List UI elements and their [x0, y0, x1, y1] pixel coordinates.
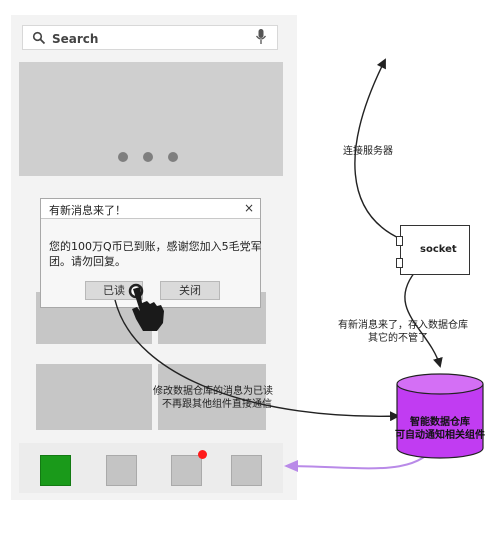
dock-icon[interactable]: [106, 455, 137, 486]
dialog-title: 有新消息来了！: [49, 204, 126, 217]
database-label: 可自动通知相关组件: [395, 430, 485, 441]
dock-icon-active[interactable]: [40, 455, 71, 486]
search-placeholder: Search: [52, 32, 99, 46]
annotation-new-message: 有新消息来了，存入数据仓库: [338, 320, 468, 331]
socket-label: socket: [420, 244, 457, 255]
dialog-message: 您的100万Q币已到账，感谢您加入5毛党军: [49, 240, 262, 253]
arrow-socket-to-server: [354, 58, 404, 241]
dialog-header: [41, 199, 260, 219]
search-icon: [32, 30, 46, 49]
annotation-no-direct-comm: 不再跟其他组件直接通信: [162, 399, 272, 410]
content-block: [36, 364, 152, 430]
socket-port: [396, 258, 403, 268]
socket-component: [400, 225, 470, 275]
database-label: 智能数据仓库: [410, 417, 470, 428]
notification-badge: [198, 450, 207, 459]
arrow-read-to-database: [114, 299, 400, 422]
close-icon[interactable]: ×: [244, 201, 255, 215]
search-bar[interactable]: [22, 25, 278, 50]
close-button[interactable]: 关闭: [160, 281, 220, 300]
annotation-modify-read: 修改数据仓库的消息为已读: [153, 386, 273, 397]
arrow-socket-to-database: [404, 271, 443, 368]
microphone-icon[interactable]: [255, 28, 267, 50]
dock-icon[interactable]: [231, 455, 262, 486]
carousel-dot[interactable]: [118, 152, 128, 162]
socket-port: [396, 236, 403, 246]
annotation-new-message: 其它的不管了: [368, 333, 428, 344]
carousel-dot[interactable]: [143, 152, 153, 162]
hand-pointer-icon: [127, 283, 175, 337]
content-block: [158, 364, 266, 430]
carousel-dot[interactable]: [168, 152, 178, 162]
dock-icon[interactable]: [171, 455, 202, 486]
dialog-message: 团。请勿回复。: [49, 255, 126, 268]
annotation-connect-server: 连接服务器: [343, 146, 393, 157]
